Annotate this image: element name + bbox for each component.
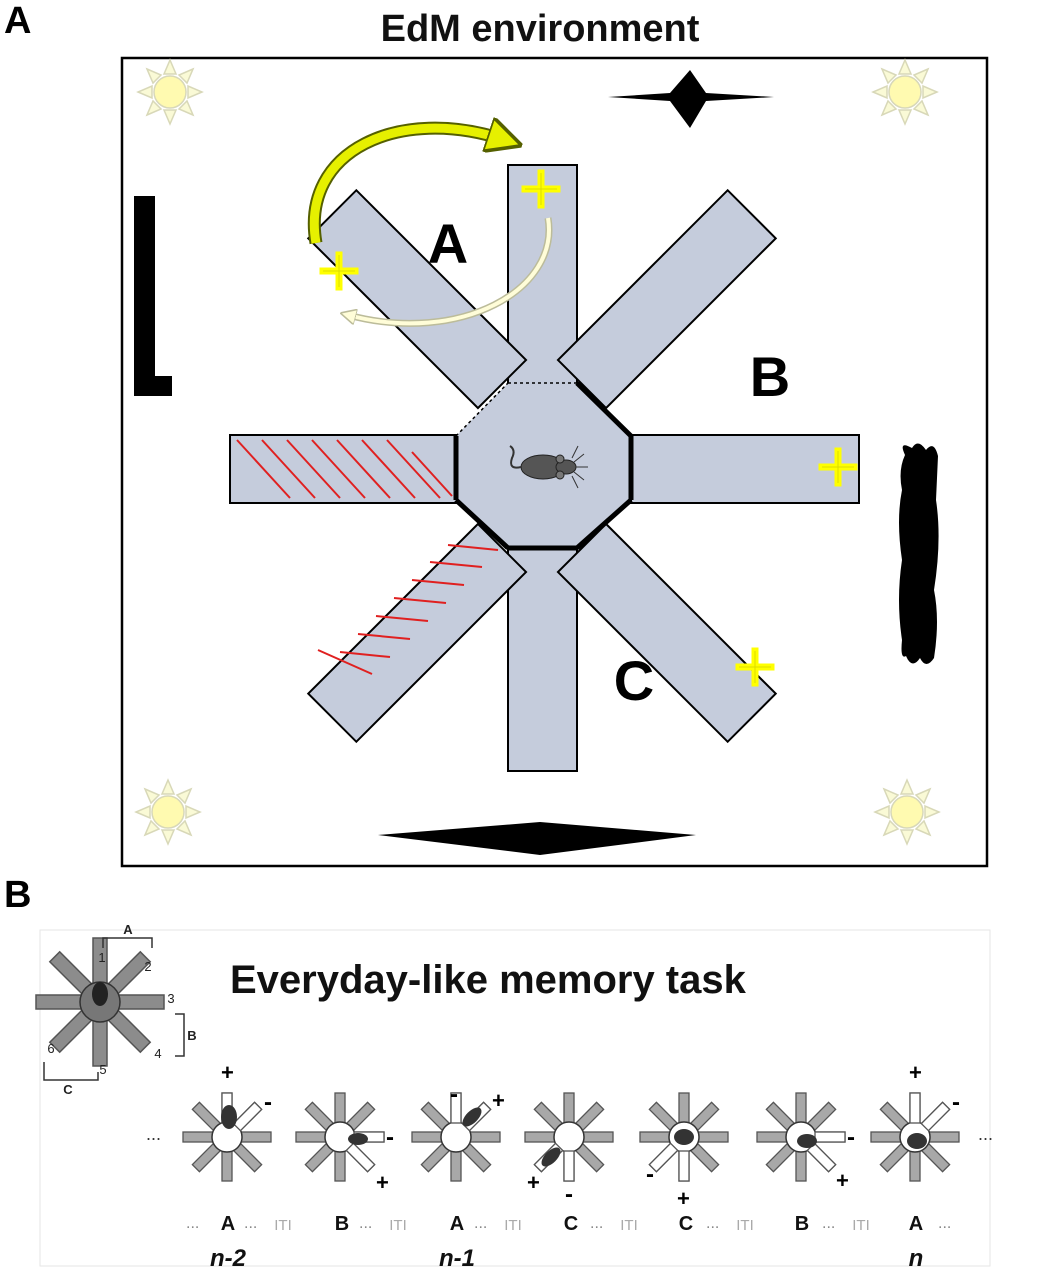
sequence-ellipsis: ...	[359, 1215, 372, 1232]
sequence-ellipsis-end: ...	[978, 1124, 993, 1144]
trial-maze	[756, 1092, 846, 1182]
trial-pair-label: B	[795, 1213, 809, 1235]
diamond-cue-icon	[608, 70, 774, 128]
trial-label-n-2: n-2	[210, 1245, 247, 1272]
legend-arm-4: 4	[154, 1046, 161, 1061]
rat-icon	[509, 445, 588, 489]
trial-plus: +	[677, 1186, 690, 1211]
arm-pair-label-c: C	[614, 649, 654, 712]
trial-label-n-1: n-1	[439, 1245, 475, 1272]
panel-b-frame	[39, 929, 991, 1267]
sequence-ellipsis: ...	[938, 1215, 951, 1232]
trial-maze	[182, 1092, 272, 1182]
iti-label: ITI	[620, 1217, 638, 1234]
bar-cue-icon	[134, 196, 172, 396]
legend-pair-c: C	[63, 1082, 73, 1097]
sequence-ellipsis: ...	[186, 1215, 199, 1232]
diamond-cue-icon	[378, 822, 696, 855]
sequence-ellipsis-start: ...	[146, 1124, 161, 1144]
trial-minus: -	[264, 1089, 272, 1116]
legend-arm-2: 2	[144, 959, 151, 974]
trial-plus: +	[221, 1060, 234, 1085]
trial-plus: +	[909, 1060, 922, 1085]
sun-icon	[135, 779, 201, 845]
panel-b-diagram: 1 2 3 4 5 6 A B C ... ... + - - +	[35, 922, 993, 1272]
trial-plus: +	[492, 1088, 505, 1113]
legend-arm-6: 6	[47, 1041, 54, 1056]
trial-pair-label: C	[679, 1213, 693, 1235]
arm-pair-label-a: A	[428, 212, 468, 275]
trial-plus: +	[527, 1170, 540, 1195]
legend-pair-b: B	[187, 1028, 196, 1043]
trial-minus: -	[952, 1089, 960, 1116]
trial-maze	[870, 1092, 960, 1182]
trial-minus: -	[450, 1081, 458, 1108]
panel-a-diagram: A B C	[120, 56, 989, 868]
trial-maze	[295, 1092, 385, 1182]
iti-label: ITI	[389, 1217, 407, 1234]
legend-arm-3: 3	[167, 991, 174, 1006]
sequence-ellipsis: ...	[590, 1215, 603, 1232]
trial-minus: -	[847, 1124, 855, 1151]
panel-a-label: A	[4, 0, 32, 42]
trial-maze	[524, 1092, 614, 1182]
sun-icon	[874, 779, 940, 845]
trial-pair-label: B	[335, 1213, 349, 1235]
trial-minus: -	[386, 1124, 394, 1151]
arrow-green	[309, 128, 505, 244]
trial-plus: +	[376, 1170, 389, 1195]
maze-arm-southwest	[306, 522, 528, 744]
trial-maze	[411, 1092, 501, 1182]
trial-pair-label: C	[564, 1213, 578, 1235]
panel-b-label: B	[4, 874, 32, 916]
sun-icon	[872, 59, 938, 125]
trial-pair-label: A	[450, 1213, 464, 1235]
sequence-ellipsis: ...	[474, 1215, 487, 1232]
iti-label: ITI	[274, 1217, 292, 1234]
hatch-southwest-arm	[317, 544, 499, 675]
trial-minus: -	[646, 1161, 654, 1188]
trial-minus: -	[565, 1181, 573, 1208]
panel-b-title: Everyday-like memory task	[230, 958, 746, 1002]
iti-label: ITI	[736, 1217, 754, 1234]
legend-maze	[35, 937, 165, 1067]
arrow-cream	[348, 217, 551, 326]
hatch-west-arm	[236, 439, 453, 499]
sequence-ellipsis: ...	[244, 1215, 257, 1232]
legend-arm-5: 5	[99, 1062, 106, 1077]
maze-arm-southeast	[556, 522, 778, 744]
maze-arm-south	[507, 544, 578, 772]
trial-plus: +	[836, 1168, 849, 1193]
iti-label: ITI	[852, 1217, 870, 1234]
arm-pair-label-b: B	[750, 345, 790, 408]
sequence-ellipsis: ...	[822, 1215, 835, 1232]
legend-arm-1: 1	[98, 950, 105, 965]
panel-a-title: EdM environment	[380, 8, 700, 50]
trial-pair-label: A	[221, 1213, 235, 1235]
maze-arm-northeast	[556, 188, 778, 410]
legend-pair-a: A	[123, 922, 133, 937]
sun-icon	[137, 59, 203, 125]
trial-label-n: n	[909, 1245, 924, 1272]
trial-maze	[639, 1092, 729, 1182]
trial-pair-label: A	[909, 1213, 923, 1235]
iti-label: ITI	[504, 1217, 522, 1234]
blob-cue-icon	[899, 443, 939, 664]
sequence-ellipsis: ...	[706, 1215, 719, 1232]
